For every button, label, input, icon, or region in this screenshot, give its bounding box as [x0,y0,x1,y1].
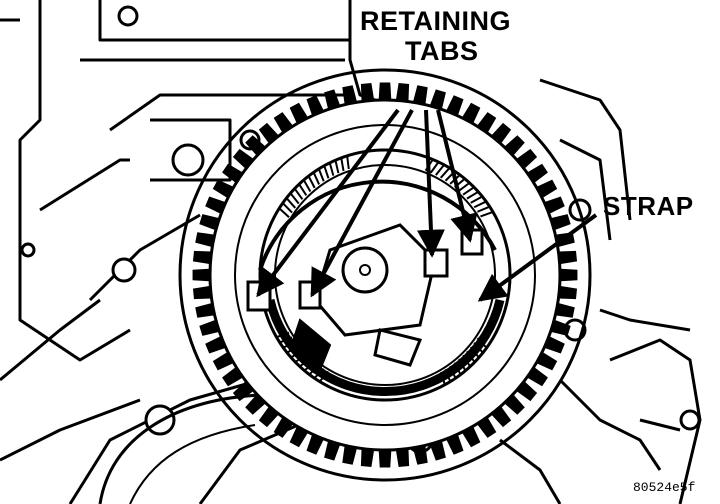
retaining-tab [423,248,449,278]
bearing-roller [458,182,470,192]
bolt-hole [679,409,701,431]
bolt-hole [111,257,137,283]
bearing-roller [476,337,487,348]
bearing-roller [290,193,300,205]
retaining-tabs-label: RETAINING [360,6,511,36]
bearing-roller [308,176,316,189]
bearing-roller [462,186,474,196]
retaining-tabs-arrows [256,108,478,298]
bearing-roller [323,166,330,179]
bearing-roller [470,196,482,204]
bearing-roller [429,162,439,174]
bearing-roller [466,191,478,200]
bolt-hole [20,242,36,258]
bearing-roller [473,342,483,353]
arrow-to-tab-3 [416,109,445,258]
bearing-roller [340,158,345,172]
bearing-roller [480,211,493,218]
bearing-roller [329,163,335,176]
lower-housing-arc [98,393,261,504]
arrow-to-tab-1 [256,108,400,298]
bearing-roller [319,371,330,382]
bearing-roller [314,368,325,379]
side-gear-right [373,328,423,367]
bearing-roller [282,203,293,214]
bearing-roller [439,168,450,179]
bearing-roller [466,350,475,362]
bearing-roller [473,201,486,209]
housing-bore [178,68,592,482]
bearing-roller [444,368,451,382]
bearing-roller [303,180,312,192]
bearing-roller [294,188,304,200]
bearing-roller [477,206,490,213]
side-gear-left [288,318,332,372]
bearing-roller [280,336,293,344]
bearing-roller [346,156,350,170]
bearing-roller [286,198,297,209]
pinion-shaft-center [359,264,371,276]
bearing-roller [279,208,290,218]
bearing-roller [469,346,480,358]
bearing-roller [462,354,471,367]
housing [0,0,702,504]
arrow-to-tab-2 [310,109,414,298]
bearing-roller [453,362,462,375]
lower-housing-arc-inner [129,424,256,504]
bearing-roller [435,165,445,176]
bearing-roller [458,358,466,371]
bearing-roller [334,161,340,174]
strap-label: STRAP [603,191,694,221]
bearing-roller [298,184,308,196]
arrow-to-tab-4 [436,109,478,243]
bearing-roller [313,172,320,185]
bolt-hole [171,143,205,177]
bolt-hole [117,5,139,27]
strap-arrow [477,213,598,302]
retaining-tab [460,228,484,256]
bearing-roller [277,331,290,338]
bearing-roller [439,371,446,385]
bearing-roller [449,365,457,378]
retaining-tabs-label-line2: TABS [405,36,479,66]
bearing-roller [318,169,325,182]
figure-id: 80524e5f [633,480,696,495]
